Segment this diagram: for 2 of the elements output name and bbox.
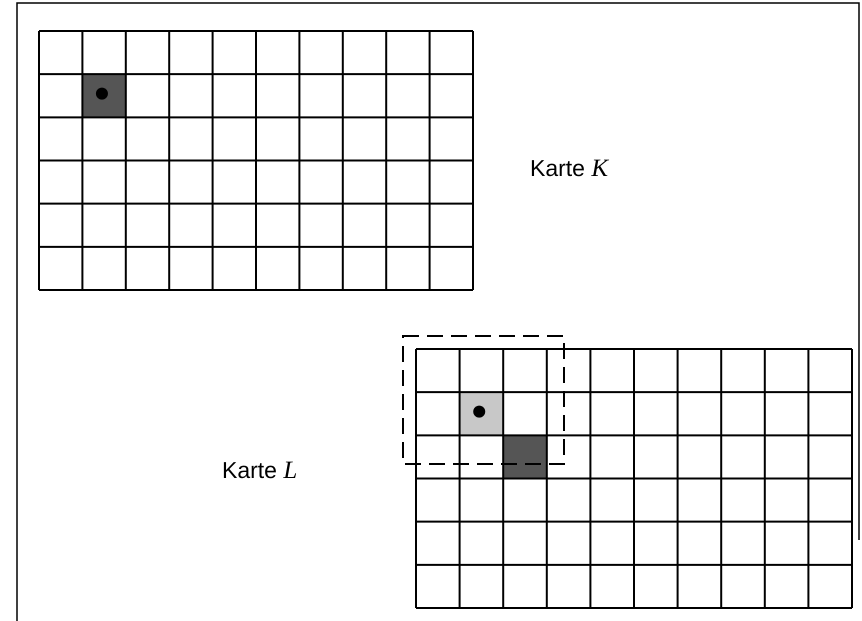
map-label: Karte K	[530, 156, 608, 181]
map-label: Karte L	[222, 458, 298, 483]
